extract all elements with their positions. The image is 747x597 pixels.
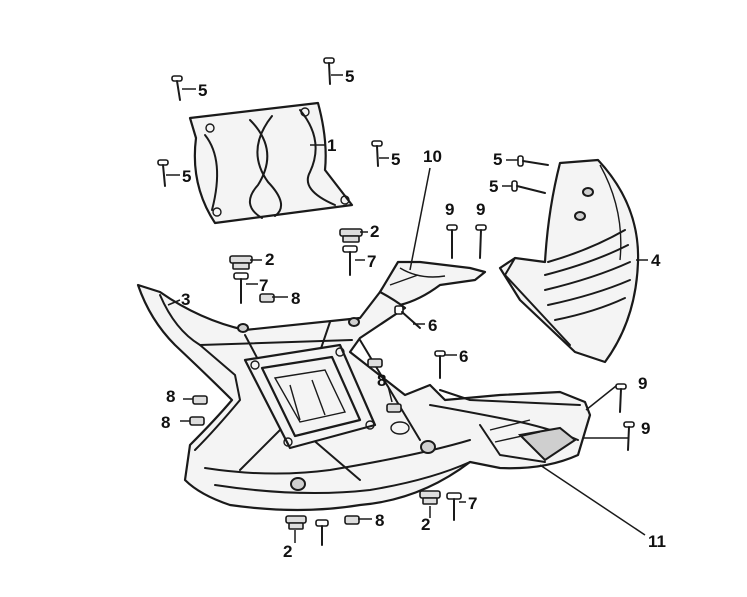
- callout-4: 4: [651, 251, 661, 270]
- callout-numbers: 1 2 2 2 2 3 4 5 5 5 5 5 5 6 6 7 7 7 8 8 …: [161, 67, 666, 561]
- callout-1: 1: [327, 136, 336, 155]
- callout-3: 3: [181, 290, 190, 309]
- part-10-front-bracket: [378, 260, 487, 307]
- callout-7-c: 7: [468, 494, 477, 513]
- callout-9-b: 9: [476, 200, 485, 219]
- callout-9-d: 9: [641, 419, 650, 438]
- nut-2-b: [339, 228, 363, 243]
- bolt-5-c: [157, 159, 169, 187]
- callout-11: 11: [648, 532, 666, 551]
- callout-2-a: 2: [265, 250, 274, 269]
- callout-5-e: 5: [493, 150, 502, 169]
- bolt-5-b: [323, 57, 335, 85]
- callout-5-c: 5: [182, 167, 191, 186]
- callout-6-a: 6: [428, 316, 437, 335]
- leader-lines: [166, 74, 648, 543]
- callout-7-a: 7: [259, 276, 268, 295]
- clip-8-c: [189, 416, 205, 426]
- callout-5-f: 5: [489, 177, 498, 196]
- part-4-side-panel: [498, 158, 640, 364]
- clip-8-a: [259, 293, 275, 303]
- bolt-9-a: [446, 224, 458, 259]
- screw-7-a: [233, 272, 249, 304]
- callout-8-a: 8: [291, 289, 300, 308]
- bolt-9-b: [475, 224, 487, 259]
- clip-8-f: [344, 515, 360, 525]
- bolt-5-a: [171, 75, 183, 101]
- callout-5-d: 5: [391, 150, 400, 169]
- callout-7-b: 7: [367, 252, 376, 271]
- callout-8-d: 8: [377, 371, 386, 390]
- callout-2-d: 2: [421, 515, 430, 534]
- clip-8-d: [367, 358, 383, 368]
- nut-2-d: [419, 490, 441, 505]
- screw-6-a: [394, 305, 421, 329]
- part-1-cover-plate: [188, 101, 354, 225]
- callout-8-e: 8: [375, 511, 384, 530]
- callout-9-c: 9: [638, 374, 647, 393]
- callout-9-a: 9: [445, 200, 454, 219]
- screw-7-c: [446, 492, 462, 521]
- screw-7-d: [315, 519, 329, 546]
- screw-7-b: [342, 245, 358, 276]
- bolt-5-d: [371, 140, 383, 167]
- callout-5-b: 5: [345, 67, 354, 86]
- screw-6-b: [434, 350, 446, 379]
- callout-8-c: 8: [161, 413, 170, 432]
- nut-2-c: [285, 515, 307, 530]
- nut-2-a: [229, 255, 253, 270]
- clip-8-e: [386, 403, 402, 413]
- bolt-5-f: [511, 180, 546, 194]
- clip-8-b: [192, 395, 208, 405]
- bolt-9-d: [623, 421, 635, 451]
- callout-5-a: 5: [198, 81, 207, 100]
- bolt-9-c: [615, 383, 627, 413]
- part-3-floor-frame: [136, 283, 592, 512]
- callout-10: 10: [423, 147, 442, 166]
- callout-2-b: 2: [370, 222, 379, 241]
- bolt-5-e: [517, 155, 549, 167]
- callout-2-c: 2: [283, 542, 292, 561]
- callout-6-b: 6: [459, 347, 468, 366]
- callout-8-b: 8: [166, 387, 175, 406]
